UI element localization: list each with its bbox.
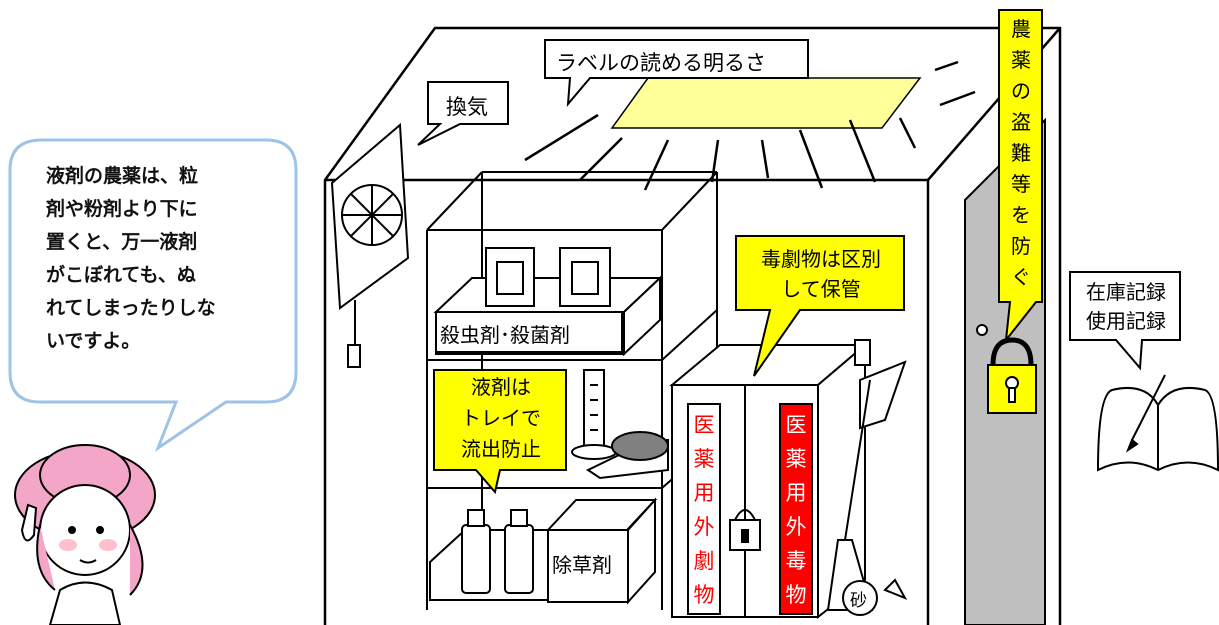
ventilation-callout-shape xyxy=(417,81,509,146)
poison-separation-label: 毒劇物は区別 して保管 xyxy=(761,247,881,301)
cleaning-tools xyxy=(826,339,908,616)
liquid-tray-items xyxy=(571,369,669,480)
record-book-icon xyxy=(1096,374,1219,472)
liquid-tray-callout-shape xyxy=(433,369,567,495)
records-callout-shape xyxy=(1069,271,1181,371)
sand-label: 砂 xyxy=(850,591,867,611)
lighting-callout-shape xyxy=(544,39,809,108)
ventilation-fan xyxy=(330,122,410,368)
advice-text: 液剤の農薬は、粒 剤や粉剤より下に 置くと、万一液剤 がこぼれても、ぬ れてしま… xyxy=(46,165,216,352)
advice-bubble-shape xyxy=(8,138,298,452)
herbicide-box xyxy=(545,497,658,605)
ceiling-light xyxy=(610,77,922,129)
ventilation-label: 換気 xyxy=(446,95,488,119)
padlock-icon xyxy=(987,337,1037,414)
anti-theft-label: 農 薬 の 盗 難 等 を 防 ぐ xyxy=(1011,17,1031,289)
lighting-label: ラベルの読める明るさ xyxy=(556,51,766,75)
antitheft-callout-shape xyxy=(998,9,1043,344)
deleterious-label-box xyxy=(687,403,721,615)
poisonous-substance-label: 医 薬 用 外 毒 物 xyxy=(785,413,807,607)
insecticide-label: 殺虫剤･殺菌剤 xyxy=(440,323,570,347)
deleterious-substance-label: 医 薬 用 外 劇 物 xyxy=(693,413,715,607)
poisonous-label-box xyxy=(779,403,813,615)
insecticide-label-box xyxy=(435,311,623,353)
liquid-tray-label: 液剤は トレイで 流出防止 xyxy=(461,375,541,461)
liquid-bottles xyxy=(429,509,549,601)
farmer-character xyxy=(14,444,156,625)
herbicide-label: 除草剤 xyxy=(552,553,612,577)
poison-callout-shape xyxy=(735,235,905,377)
records-label: 在庫記録 使用記録 xyxy=(1086,280,1166,333)
